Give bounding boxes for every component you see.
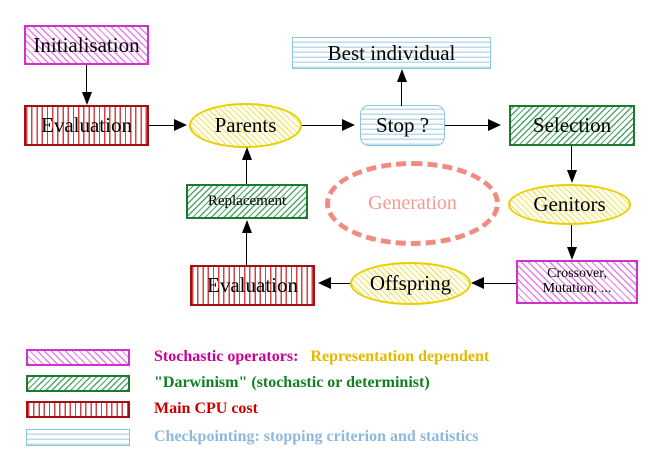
legend-text-checkpointing: Checkpointing: stopping criterion and st…	[154, 428, 478, 446]
legend-text-cpu-cost: Main CPU cost	[154, 400, 258, 418]
node-selection-label: Selection	[532, 113, 612, 138]
node-offspring[interactable]: Offspring	[350, 262, 471, 305]
legend-row-checkpointing: Checkpointing: stopping criterion and st…	[26, 425, 478, 449]
node-best-individual-label: Best individual	[327, 40, 456, 65]
node-parents[interactable]: Parents	[189, 103, 302, 148]
node-initialisation[interactable]: Initialisation	[24, 25, 149, 65]
node-evaluation-top-label: Evaluation	[41, 113, 132, 138]
edge-crossover-to-offspring	[484, 283, 516, 285]
node-stop-label: Stop ?	[375, 113, 430, 138]
node-selection[interactable]: Selection	[509, 105, 635, 146]
node-generation-label: Generation	[368, 192, 457, 214]
edge-genitors-to-crossover-arrowhead	[567, 247, 577, 260]
node-best-individual[interactable]: Best individual	[292, 37, 491, 69]
node-stop[interactable]: Stop ?	[360, 105, 445, 146]
legend-text-stochastic: Stochastic operators: Representation depe…	[154, 348, 489, 366]
node-initialisation-label: Initialisation	[33, 32, 140, 57]
node-evaluation-top[interactable]: Evaluation	[24, 105, 149, 146]
node-crossover-mutation[interactable]: Crossover, Mutation, ...	[516, 260, 638, 304]
edge-crossover-to-offspring-arrowhead	[471, 277, 484, 289]
legend-text-stochastic-secondary: Representation dependent	[310, 348, 490, 365]
edge-stop-to-best-individual	[401, 80, 403, 106]
edge-selection-to-genitors-arrowhead	[567, 170, 577, 183]
edge-evaluation-to-parents	[149, 125, 177, 127]
edge-stop-to-best-individual-arrowhead	[397, 69, 407, 82]
edge-replacement-to-parents	[246, 160, 248, 184]
edge-offspring-to-evaluation	[331, 283, 350, 285]
edge-stop-to-selection-arrowhead	[488, 119, 501, 131]
legend-text-stochastic-primary: Stochastic operators:	[154, 348, 299, 365]
node-offspring-label: Offspring	[369, 271, 452, 296]
legend-row-darwinism: "Darwinism" (stochastic or determinist)	[26, 371, 430, 395]
edge-initialisation-to-evaluation-arrowhead	[82, 92, 92, 105]
legend-swatch-red-vertical-hatch	[26, 400, 130, 418]
legend-swatch-blue-horizontal-hatch	[26, 428, 130, 446]
node-evaluation-bottom-label: Evaluation	[207, 273, 298, 298]
node-crossover-mutation-label: Crossover, Mutation, ...	[542, 266, 612, 296]
legend-swatch-magenta-hatch	[26, 348, 130, 366]
edge-offspring-to-evaluation-arrowhead	[318, 277, 331, 289]
node-replacement-label: Replacement	[207, 192, 287, 209]
edge-parents-to-stop-arrowhead	[342, 119, 355, 131]
legend-swatch-green-hatch	[26, 374, 130, 392]
edge-evaluation-to-replacement	[246, 231, 248, 265]
legend-text-darwinism-primary: "Darwinism" (stochastic or determinist)	[154, 374, 430, 391]
legend-row-cpu-cost: Main CPU cost	[26, 397, 258, 421]
legend-text-cpu-cost-primary: Main CPU cost	[154, 400, 258, 417]
edge-genitors-to-crossover	[571, 225, 573, 249]
edge-initialisation-to-evaluation	[86, 65, 88, 94]
edge-evaluation-to-replacement-arrowhead	[242, 220, 252, 233]
node-genitors-label: Genitors	[533, 192, 606, 217]
edge-selection-to-genitors	[571, 146, 573, 172]
legend-text-checkpointing-primary: Checkpointing: stopping criterion and st…	[154, 428, 479, 445]
node-evaluation-bottom[interactable]: Evaluation	[190, 265, 315, 306]
legend-row-stochastic: Stochastic operators: Representation depe…	[26, 345, 489, 369]
edge-parents-to-stop	[302, 125, 345, 127]
edge-stop-to-selection	[445, 125, 490, 127]
node-genitors[interactable]: Genitors	[508, 184, 631, 225]
edge-replacement-to-parents-arrowhead	[242, 147, 252, 160]
node-parents-label: Parents	[214, 113, 277, 138]
node-generation: Generation	[325, 161, 500, 246]
edge-evaluation-to-parents-arrowhead	[174, 119, 187, 131]
legend-text-darwinism: "Darwinism" (stochastic or determinist)	[154, 374, 430, 392]
node-replacement[interactable]: Replacement	[186, 184, 308, 219]
